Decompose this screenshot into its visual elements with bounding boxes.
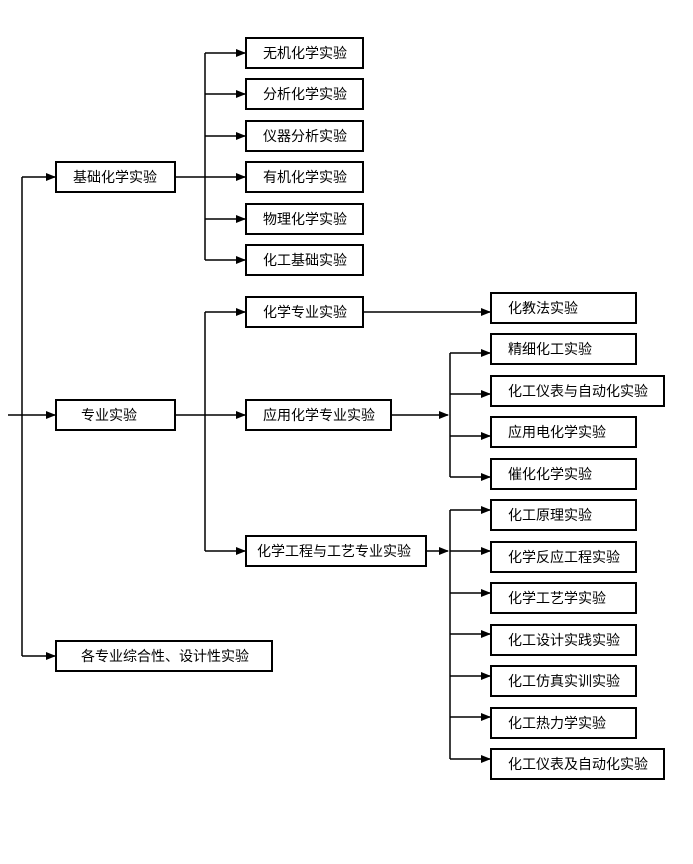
node-chem-eng-item: 化工设计实践实验 <box>490 624 637 656</box>
node-basic-item: 仪器分析实验 <box>245 120 364 152</box>
node-applied-chem-item: 化工仪表与自动化实验 <box>490 375 665 407</box>
node-basic-item: 有机化学实验 <box>245 161 364 193</box>
node-basic-item: 分析化学实验 <box>245 78 364 110</box>
node-comprehensive: 各专业综合性、设计性实验 <box>55 640 273 672</box>
node-chem-eng-item: 化工原理实验 <box>490 499 637 531</box>
node-chem-major: 化学专业实验 <box>245 296 364 328</box>
node-basic-item: 物理化学实验 <box>245 203 364 235</box>
node-applied-chem-item: 催化化学实验 <box>490 458 637 490</box>
node-applied-chem: 应用化学专业实验 <box>245 399 392 431</box>
node-chem-eng-item: 化工仿真实训实验 <box>490 665 637 697</box>
node-applied-chem-item: 精细化工实验 <box>490 333 637 365</box>
node-chem-eng-item: 化工热力学实验 <box>490 707 637 739</box>
node-chem-eng-item: 化学工艺学实验 <box>490 582 637 614</box>
node-specialty: 专业实验 <box>55 399 176 431</box>
node-chem-eng-item: 化学反应工程实验 <box>490 541 637 573</box>
node-chem-eng-item: 化工仪表及自动化实验 <box>490 748 665 780</box>
node-basic-item: 化工基础实验 <box>245 244 364 276</box>
node-basic-chemistry: 基础化学实验 <box>55 161 176 193</box>
node-chem-major-item: 化教法实验 <box>490 292 637 324</box>
node-chem-eng: 化学工程与工艺专业实验 <box>245 535 427 567</box>
node-applied-chem-item: 应用电化学实验 <box>490 416 637 448</box>
node-basic-item: 无机化学实验 <box>245 37 364 69</box>
